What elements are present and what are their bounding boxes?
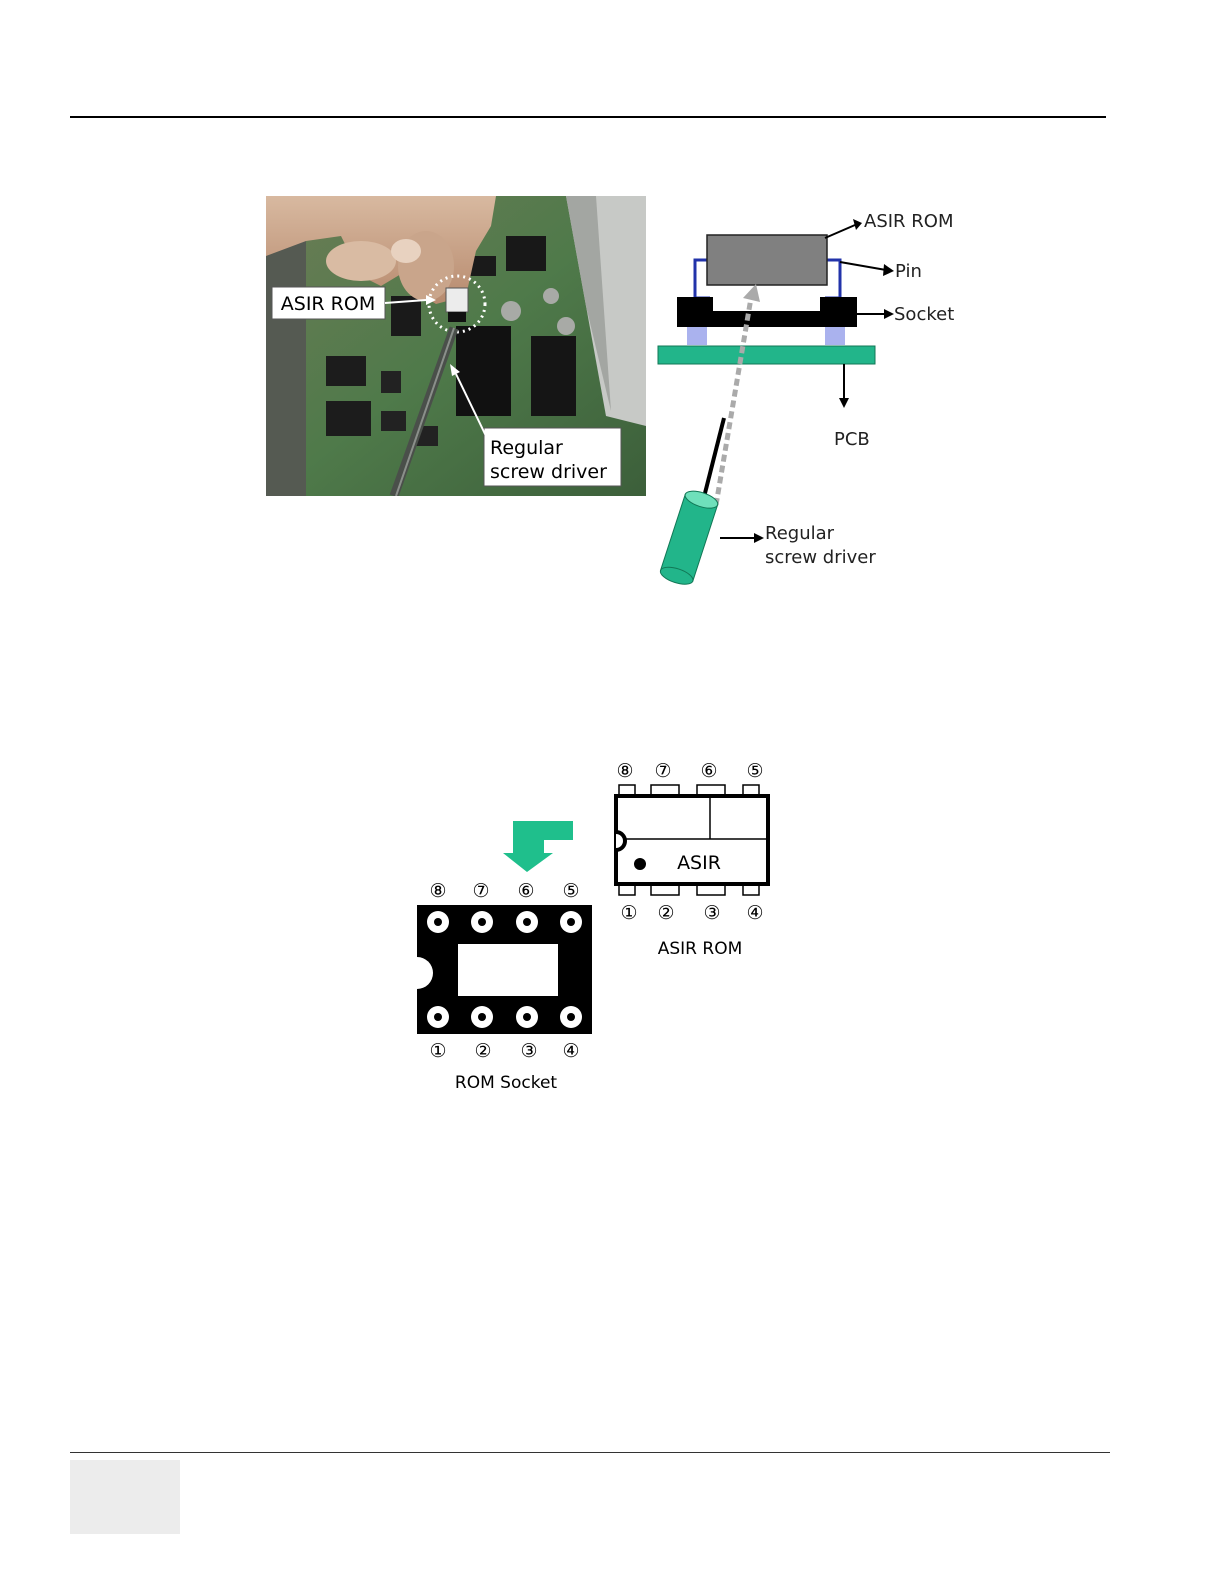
insert-arrow: [503, 821, 573, 872]
pcb-board: [658, 346, 875, 364]
rom-pin-3: ③: [703, 902, 720, 924]
photo-rom-label: ASIR ROM: [281, 293, 375, 315]
rom-cross-section-diagram: ASIR ROM Pin Socket PCB Regular screw dr…: [650, 200, 980, 600]
rom-caption: ASIR ROM: [658, 939, 743, 959]
socket-pin-5: ⑤: [562, 880, 579, 902]
socket-caption: ROM Socket: [455, 1073, 558, 1093]
board-photo: ASIR ROM Regular screw driver: [266, 196, 646, 496]
rom-pin-2: ②: [657, 902, 674, 924]
asir-rom-chip: [707, 235, 827, 285]
rom-pin1-dot: [634, 858, 646, 870]
cross-rom-label: ASIR ROM: [864, 211, 953, 232]
rom-pin-1: ①: [620, 902, 637, 924]
socket-pin-2: ②: [474, 1040, 491, 1062]
socket-pin-8: ⑧: [429, 880, 446, 902]
socket-pin-4: ④: [562, 1040, 579, 1062]
photo-driver-label-2: screw driver: [490, 461, 607, 483]
rom-pin-4: ④: [746, 902, 763, 924]
footer-page-box: [70, 1460, 180, 1534]
rom-chip-label: ASIR: [677, 852, 721, 874]
socket-pin-6: ⑥: [517, 880, 534, 902]
cross-socket-label: Socket: [894, 304, 954, 325]
rom-pin-5: ⑤: [746, 760, 763, 782]
rom-pinout-diagram: ⑧ ⑦ ⑥ ⑤ ASIR ① ② ③ ④ ASIR ROM ⑧ ⑦ ⑥ ⑤ ① …: [405, 750, 795, 1100]
rom-pin-7: ⑦: [654, 760, 671, 782]
rom-pin-8: ⑧: [616, 760, 633, 782]
socket-pin-7: ⑦: [472, 880, 489, 902]
header-rule: [70, 116, 1106, 118]
socket-pin-1: ①: [429, 1040, 446, 1062]
socket-pin-3: ③: [520, 1040, 537, 1062]
cross-driver-label-2: screw driver: [765, 547, 876, 568]
rom-pin-6: ⑥: [700, 760, 717, 782]
cross-driver-label-1: Regular: [765, 523, 835, 544]
screwdriver-handle: [658, 488, 719, 588]
cross-pcb-label: PCB: [834, 429, 870, 450]
cross-pin-label: Pin: [895, 261, 922, 282]
photo-driver-label-1: Regular: [490, 437, 563, 459]
rom-notch: [616, 832, 625, 850]
footer-rule: [70, 1452, 1110, 1453]
